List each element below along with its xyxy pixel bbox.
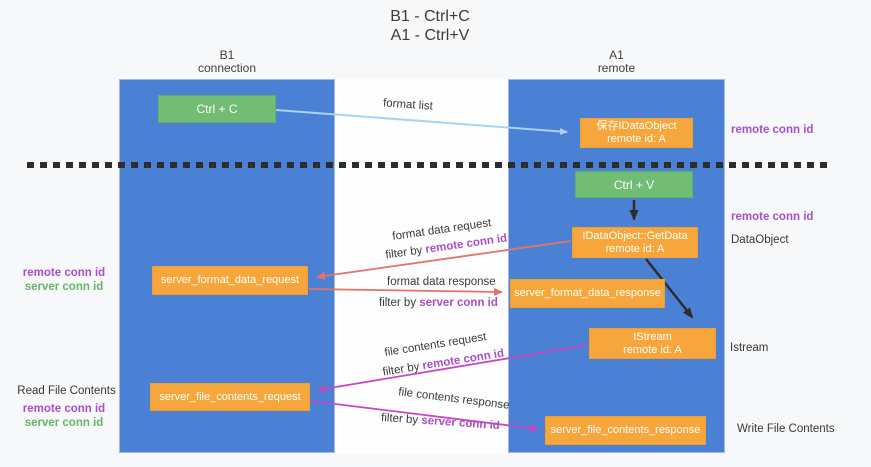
getdata-line1: IDataObject::GetData: [582, 229, 688, 242]
ctrl-v-node: Ctrl + V: [575, 171, 693, 198]
istream-line1: IStream: [633, 330, 672, 343]
filter-by-text: filter by: [379, 297, 420, 309]
istream-node: IStream remote id: A: [589, 328, 716, 359]
title-line-2: A1 - Ctrl+V: [390, 27, 470, 44]
diagram-title: B1 - Ctrl+C A1 - Ctrl+V: [0, 7, 860, 45]
server-format-data-request-label: server_format_data_request: [160, 274, 300, 286]
format-data-response-filter-label: filter by server conn id: [379, 297, 498, 309]
left-column-title: B1: [219, 48, 235, 62]
format-data-response-arrow-label: format data response: [387, 276, 496, 288]
save-idataobject-line2: remote id: A: [607, 133, 666, 145]
left-remote-conn-id-bottom-label: remote conn id: [22, 403, 106, 415]
left-remote-conn-id-top-label: remote conn id: [22, 267, 106, 279]
server-file-contents-response-label: server_file_contents_response: [550, 424, 701, 436]
right-column-subtitle: remote: [597, 61, 636, 75]
save-idataobject-node: 保存IDataObject remote id: A: [580, 118, 693, 148]
server-file-contents-response-node: server_file_contents_response: [545, 416, 706, 445]
write-file-contents-label: Write File Contents: [737, 423, 835, 435]
right-remote-conn-id-top-label: remote conn id: [731, 124, 814, 136]
server-format-data-response-node: server_format_data_response: [510, 279, 665, 308]
istream-side-label: Istream: [730, 342, 769, 354]
server-conn-id-text: server conn id: [419, 297, 498, 309]
left-server-conn-id-bottom-label: server conn id: [24, 417, 104, 429]
ctrl-c-label: Ctrl + C: [196, 102, 238, 116]
server-format-data-response-label: server_format_data_response: [514, 287, 661, 299]
ctrl-c-node: Ctrl + C: [158, 95, 276, 123]
server-file-contents-request-node: server_file_contents_request: [150, 383, 310, 411]
save-idataobject-line1: 保存IDataObject: [596, 120, 677, 132]
title-line-1: B1 - Ctrl+C: [390, 8, 470, 25]
server-file-contents-request-label: server_file_contents_request: [159, 390, 301, 403]
left-column-header: B1 connection: [119, 49, 335, 75]
idataobject-getdata-node: IDataObject::GetData remote id: A: [572, 227, 698, 258]
left-conn-id-top-labels: remote conn id server conn id: [14, 266, 114, 294]
left-conn-id-bottom-labels: remote conn id server conn id: [14, 402, 114, 430]
left-server-conn-id-top-label: server conn id: [24, 281, 104, 293]
ctrl-v-label: Ctrl + V: [613, 177, 655, 192]
read-file-contents-label: Read File Contents: [17, 385, 116, 397]
right-remote-conn-id-mid-label: remote conn id: [731, 211, 814, 223]
dataobject-label: DataObject: [731, 234, 789, 246]
left-column-subtitle: connection: [197, 61, 257, 75]
right-column-header: A1 remote: [508, 49, 725, 75]
server-format-data-request-node: server_format_data_request: [152, 266, 308, 295]
right-column-title: A1: [609, 48, 624, 62]
istream-line2: remote id: A: [623, 343, 682, 356]
getdata-line2: remote id: A: [605, 242, 665, 255]
